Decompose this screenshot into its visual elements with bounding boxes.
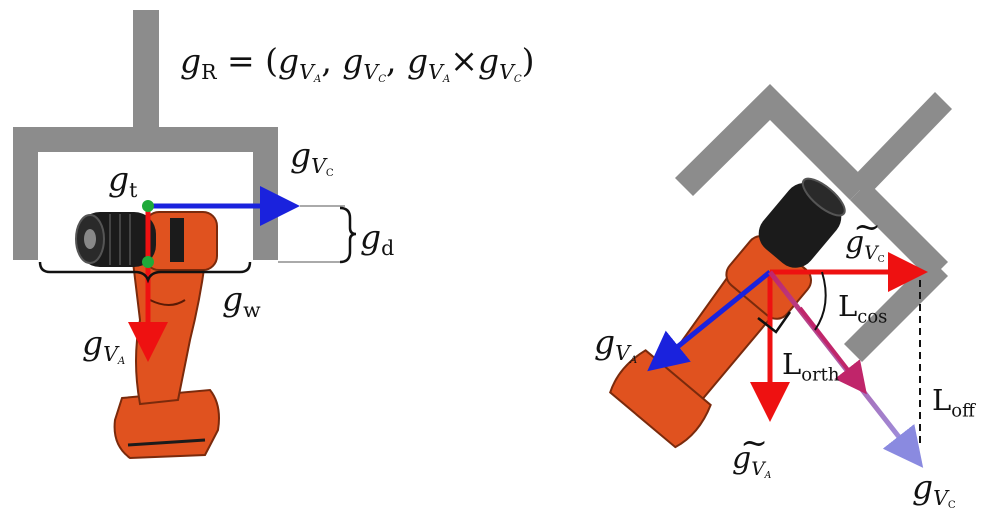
label-gVA-tilde: gVA bbox=[732, 426, 771, 480]
left-drill bbox=[75, 211, 220, 460]
contact-point-bottom bbox=[142, 256, 154, 268]
gd-brace bbox=[339, 206, 357, 264]
right-gripper-stem bbox=[850, 92, 952, 197]
label-Lcos: Lcos bbox=[838, 289, 888, 328]
gw-brace bbox=[38, 261, 252, 284]
gripper-stem bbox=[133, 10, 159, 130]
left-gripper bbox=[13, 10, 278, 260]
label-gVC-left: gVC bbox=[290, 135, 334, 180]
label-Loff: Loff bbox=[932, 383, 975, 422]
right-gVA-arrow bbox=[647, 270, 772, 372]
label-Lorth: Lorth bbox=[782, 347, 840, 386]
gripper-palm bbox=[13, 127, 278, 152]
cos-angle-arc bbox=[814, 271, 827, 331]
label-gVA-right: gVA bbox=[594, 322, 638, 367]
label-gt: gt bbox=[108, 159, 138, 203]
gripper-finger-right bbox=[253, 127, 278, 260]
label-gVC-right: gVC bbox=[912, 467, 956, 512]
label-gVC-tilde: gVC bbox=[845, 210, 885, 264]
label-gd: gd bbox=[360, 217, 395, 261]
orth-projection-arrow bbox=[798, 306, 867, 395]
gripper-finger-left bbox=[13, 127, 38, 260]
gR-equation: gR = (gVA, gVC, gVA×gVC) bbox=[180, 41, 535, 86]
label-gVA-left: gVA bbox=[82, 323, 126, 368]
right-gripper-finger-top bbox=[675, 84, 868, 200]
label-gw: gw bbox=[222, 279, 261, 323]
right-drill bbox=[609, 177, 846, 449]
contact-point-top bbox=[142, 200, 154, 212]
right-angle-mark bbox=[757, 311, 792, 334]
